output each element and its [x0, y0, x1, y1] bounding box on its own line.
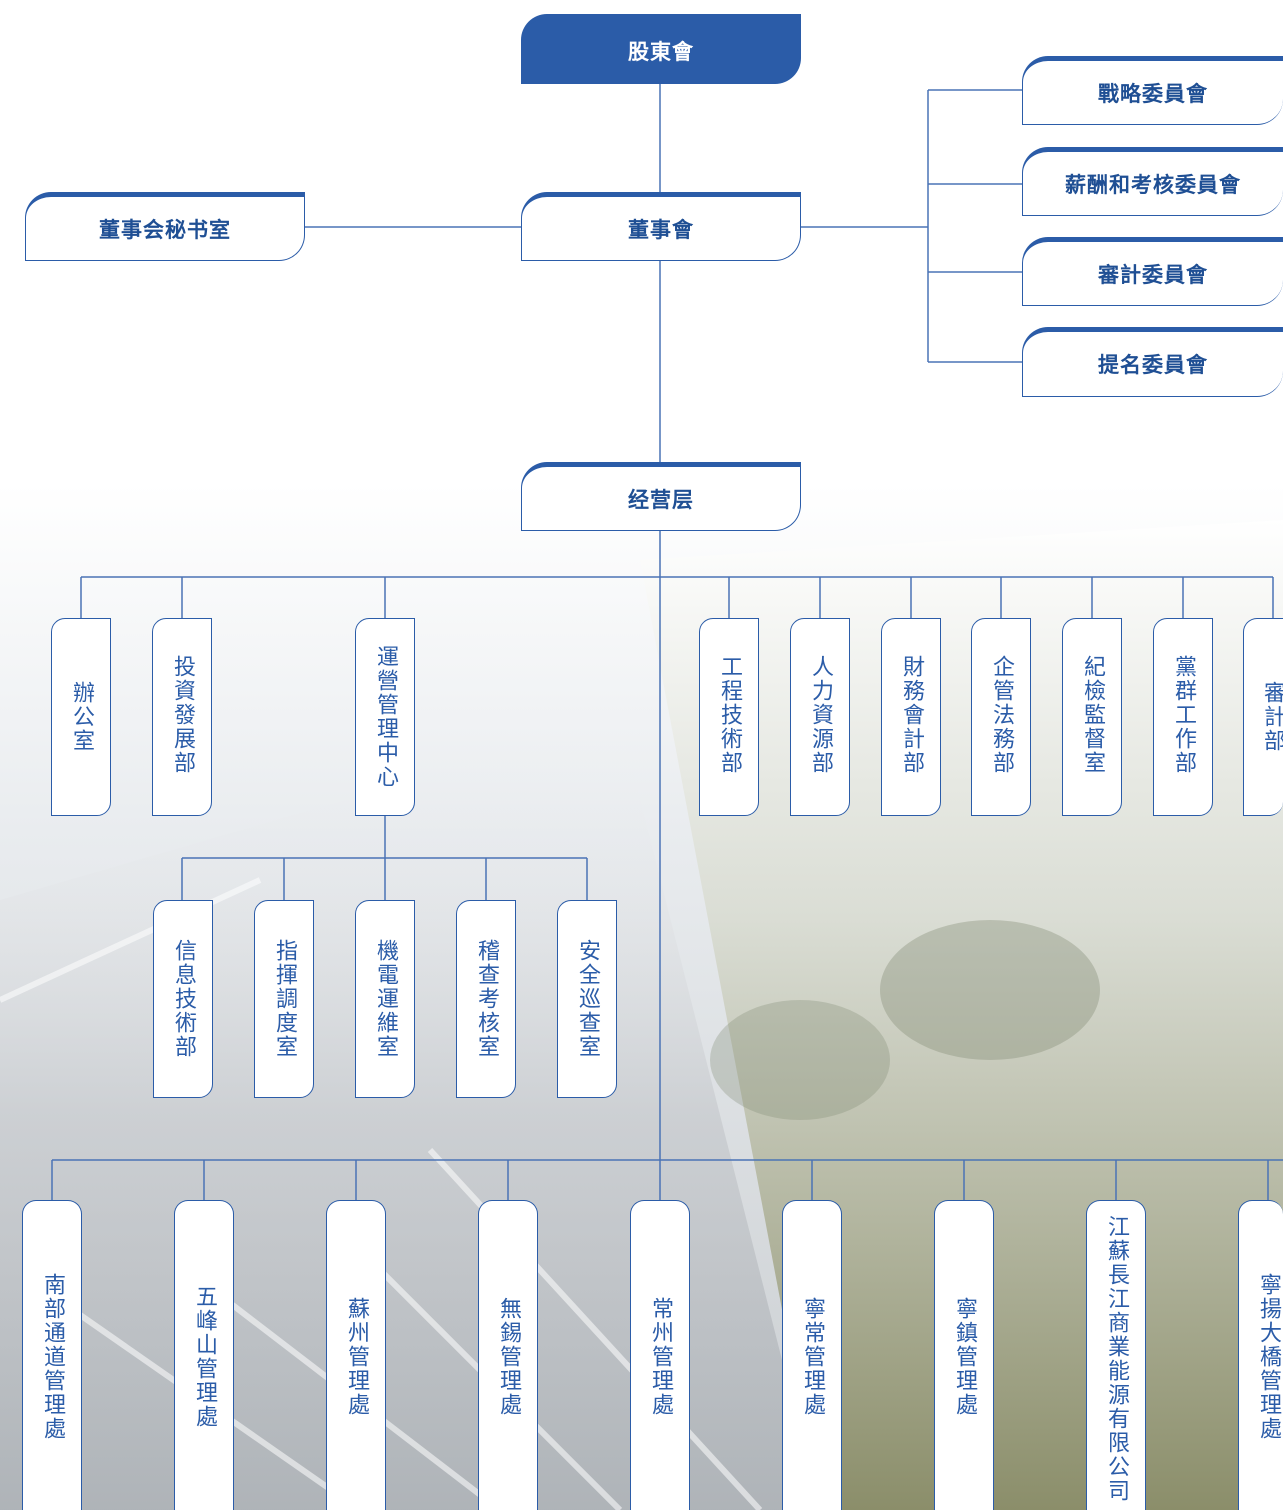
department-label: 辦公室 — [69, 681, 94, 753]
management-office-box: 五峰山管理處 — [174, 1200, 234, 1510]
management-office-label: 南部通道管理處 — [40, 1273, 65, 1441]
department-label: 投資發展部 — [170, 655, 195, 775]
management-office-label: 江蘇長江商業能源有限公司 — [1104, 1215, 1129, 1503]
committee-strategy: 戰略委員會 — [1022, 56, 1283, 125]
management-office-box: 南部通道管理處 — [22, 1200, 82, 1510]
operations-unit-label: 稽查考核室 — [474, 939, 499, 1059]
department-box: 紀檢監督室 — [1062, 618, 1122, 816]
operations-unit-box: 信息技術部 — [153, 900, 213, 1098]
committee-compensation: 薪酬和考核委員會 — [1022, 147, 1283, 216]
department-box: 辦公室 — [51, 618, 111, 816]
management-office-box: 寧鎮管理處 — [934, 1200, 994, 1510]
operations-unit-box: 安全巡查室 — [557, 900, 617, 1098]
department-label: 黨群工作部 — [1171, 655, 1196, 775]
management-office-label: 蘇州管理處 — [344, 1297, 369, 1417]
department-label: 審計部 — [1260, 681, 1283, 753]
management-office-label: 五峰山管理處 — [192, 1285, 217, 1429]
management-office-label: 寧揚大橋管理處 — [1256, 1273, 1281, 1441]
operations-unit-label: 信息技術部 — [171, 939, 196, 1059]
operations-unit-box: 稽查考核室 — [456, 900, 516, 1098]
department-label: 財務會計部 — [899, 655, 924, 775]
operations-unit-label: 機電運維室 — [373, 939, 398, 1059]
management-office-box: 寧揚大橋管理處 — [1238, 1200, 1283, 1510]
department-box: 人力資源部 — [790, 618, 850, 816]
management-office-box: 寧常管理處 — [782, 1200, 842, 1510]
department-box: 財務會計部 — [881, 618, 941, 816]
management-office-label: 常州管理處 — [648, 1297, 673, 1417]
management-office-box: 無錫管理處 — [478, 1200, 538, 1510]
committee-nomination: 提名委員會 — [1022, 327, 1283, 397]
department-box: 企管法務部 — [971, 618, 1031, 816]
management-office-box: 江蘇長江商業能源有限公司 — [1086, 1200, 1146, 1510]
operations-unit-box: 指揮調度室 — [254, 900, 314, 1098]
department-label: 人力資源部 — [808, 655, 833, 775]
department-box: 黨群工作部 — [1153, 618, 1213, 816]
shareholders-node: 股東會 — [521, 14, 801, 84]
department-box: 審計部 — [1243, 618, 1283, 816]
committee-audit: 審計委員會 — [1022, 237, 1283, 306]
operations-unit-label: 安全巡查室 — [575, 939, 600, 1059]
operations-unit-box: 機電運維室 — [355, 900, 415, 1098]
operations-unit-label: 指揮調度室 — [272, 939, 297, 1059]
department-label: 工程技術部 — [717, 655, 742, 775]
department-box: 工程技術部 — [699, 618, 759, 816]
department-label: 運營管理中心 — [373, 645, 398, 789]
department-box: 運營管理中心 — [355, 618, 415, 816]
management-office-box: 蘇州管理處 — [326, 1200, 386, 1510]
department-label: 紀檢監督室 — [1080, 655, 1105, 775]
department-box: 投資發展部 — [152, 618, 212, 816]
management-office-label: 寧鎮管理處 — [952, 1297, 977, 1417]
management-office-box: 常州管理處 — [630, 1200, 690, 1510]
department-label: 企管法務部 — [989, 655, 1014, 775]
management-office-label: 寧常管理處 — [800, 1297, 825, 1417]
board-node: 董事會 — [521, 192, 801, 261]
board-secretary-node: 董事会秘书室 — [25, 192, 305, 261]
management-node: 经营层 — [521, 462, 801, 531]
management-office-label: 無錫管理處 — [496, 1297, 521, 1417]
